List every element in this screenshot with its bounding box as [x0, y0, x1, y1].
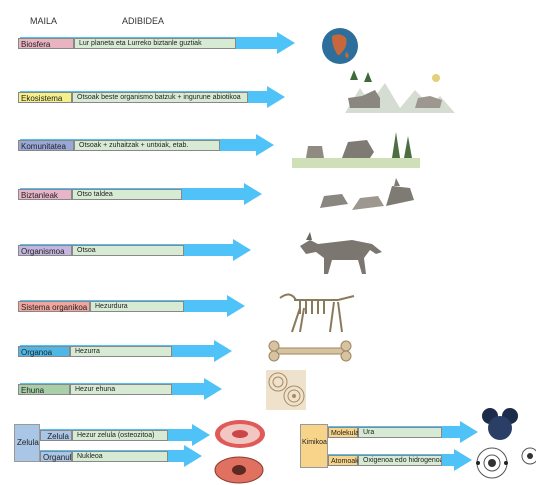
level-label: Organoa: [18, 346, 70, 357]
level-label: Ekosistema: [18, 92, 72, 103]
bone-icon: [268, 340, 352, 362]
level-example: Otsoak + zuhaitzak + untxiak, etab.: [74, 140, 220, 151]
level-label: Sistema organikoa: [18, 301, 90, 312]
header-adibidea: ADIBIDEA: [122, 16, 165, 26]
level-example: Otsoa: [72, 245, 184, 256]
level-example: Nukleoa: [72, 451, 168, 462]
skeleton-icon: [279, 293, 355, 333]
wolf-landscape-icon: [345, 70, 455, 113]
level-example: Hezurra: [70, 346, 172, 357]
level-label: Ehuna: [18, 384, 70, 395]
level-example: Hezurdura: [90, 301, 184, 312]
level-label: Komunitatea: [18, 140, 74, 151]
header-maila: MAILA: [30, 16, 58, 26]
zelula-group-label: Zelula: [14, 424, 40, 462]
level-example: Lur planeta eta Lurreko biztanle guztiak: [74, 38, 236, 49]
atom-icon: [476, 447, 536, 479]
level-label: Biosfera: [18, 38, 74, 49]
level-label: Organismoa: [18, 245, 72, 256]
level-example: Oxigenoa edo hidrogenoa: [358, 455, 442, 466]
level-label: Biztanleak: [18, 189, 72, 200]
level-example: Hezur ehuna: [70, 384, 172, 395]
level-example: Ura: [358, 427, 442, 438]
bone-tissue-icon: [266, 370, 306, 410]
wolf-community-icon: [292, 132, 420, 168]
level-label: Atomoak: [328, 455, 359, 466]
wolf-pack-icon: [320, 178, 414, 210]
level-example: Otso taldea: [72, 189, 182, 200]
level-example: Hezur zelula (osteozitoa): [72, 430, 168, 441]
level-label: Organulua: [40, 451, 80, 462]
kimikoa-group-label: Kimikoa: [300, 424, 328, 468]
level-label: Molekulak: [328, 427, 363, 438]
earth-globe-icon: [322, 28, 358, 64]
nucleus-cell-icon: [214, 456, 264, 484]
wolf-icon: [300, 232, 382, 274]
bone-cell-icon: [215, 420, 265, 448]
water-molecule-icon: [482, 408, 518, 440]
level-example: Otsoak beste organismo batzuk + ingurune…: [72, 92, 248, 103]
level-label: Zelula: [40, 430, 72, 441]
